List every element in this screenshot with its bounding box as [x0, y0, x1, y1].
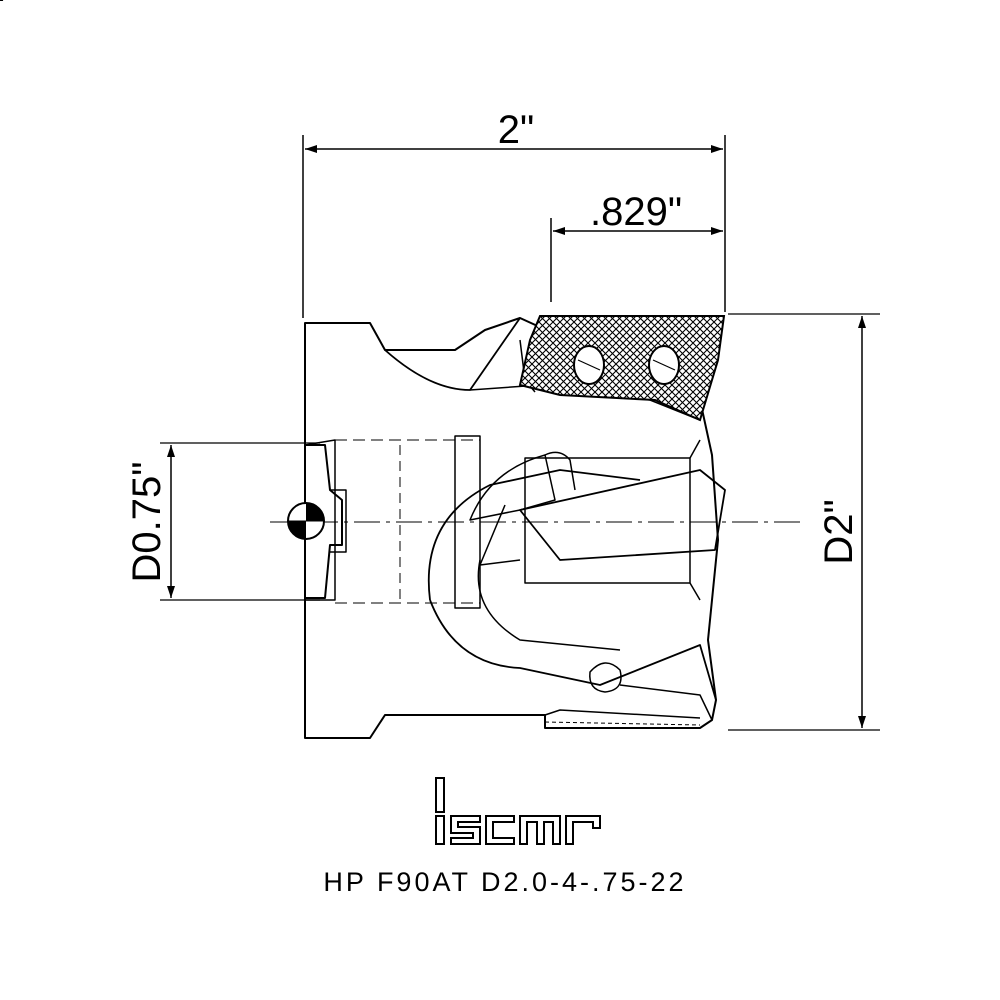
overall-length-label: 2" [498, 108, 534, 152]
coolant-hole-symbol [287, 502, 325, 540]
insert-screw-hole-left [573, 345, 605, 385]
dimension-bore-diameter: D0.75" [125, 442, 320, 601]
insert-length-label: .829" [590, 190, 682, 234]
cutting-insert [518, 315, 726, 422]
dimension-insert-length: .829" [550, 190, 723, 302]
bore-diameter-label: D0.75" [125, 462, 169, 583]
model-code: HP F90AT D2.0-4-.75-22 [323, 867, 686, 897]
brand-logo: iscar [0, 0, 601, 845]
brand-logo-text: iscar [0, 0, 3, 1]
cutting-diameter-label: D2" [817, 499, 861, 564]
dimension-cutting-diameter: D2" [728, 313, 880, 731]
insert-screw-hole-right [648, 345, 680, 385]
dimension-overall-length: 2" [302, 108, 726, 318]
